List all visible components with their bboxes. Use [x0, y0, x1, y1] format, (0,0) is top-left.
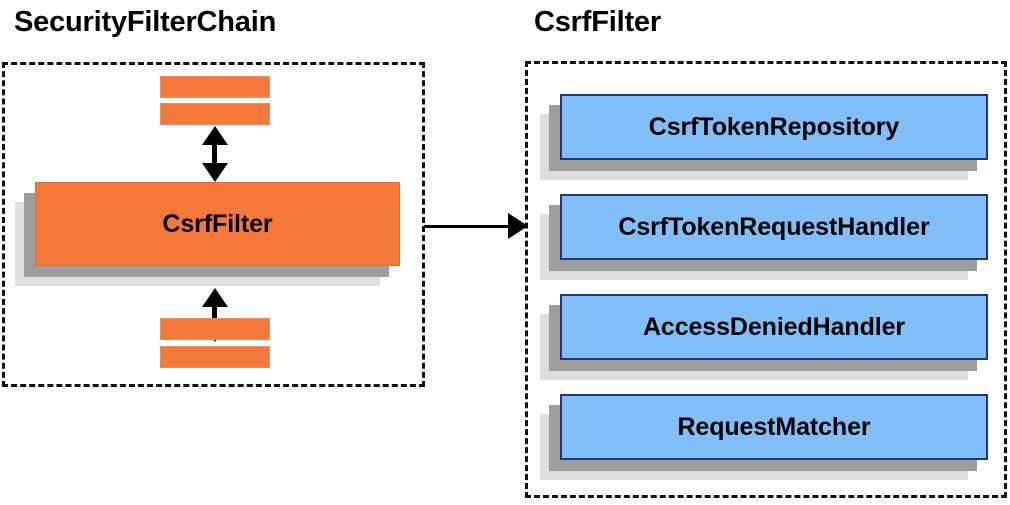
security-filter-chain-container	[2, 62, 425, 387]
node-request-matcher[interactable]: RequestMatcher	[540, 394, 1008, 480]
filter-bar-above-2	[160, 76, 270, 98]
node-access-denied-handler[interactable]: AccessDeniedHandler	[540, 294, 1008, 380]
node-label-access-denied-handler: AccessDeniedHandler	[642, 312, 906, 341]
arrow-head-down-top	[202, 163, 228, 182]
node-csrf-filter[interactable]: CsrfFilter	[15, 182, 420, 286]
node-face-access-denied-handler: AccessDeniedHandler	[560, 294, 988, 360]
csrf-filter-detail-container	[525, 61, 1007, 498]
node-face-csrf-filter: CsrfFilter	[35, 182, 400, 266]
node-face-request-matcher: RequestMatcher	[560, 394, 988, 460]
filter-bar-below-2	[160, 346, 270, 368]
arrow-shaft-top	[212, 132, 217, 178]
filter-bar-below-1	[160, 318, 270, 340]
node-label-csrf-filter: CsrfFilter	[162, 209, 273, 238]
node-face-csrf-token-repository: CsrfTokenRepository	[560, 94, 988, 160]
node-csrf-token-repository[interactable]: CsrfTokenRepository	[540, 94, 1008, 180]
filter-bar-above-1	[160, 103, 270, 125]
panel-title-security-filter-chain: SecurityFilterChain	[14, 6, 277, 38]
node-face-csrf-token-request-handler: CsrfTokenRequestHandler	[560, 194, 988, 260]
node-label-csrf-token-request-handler: CsrfTokenRequestHandler	[618, 212, 930, 241]
connector-head-expand	[508, 213, 528, 239]
node-csrf-token-request-handler[interactable]: CsrfTokenRequestHandler	[540, 194, 1008, 280]
node-label-request-matcher: RequestMatcher	[677, 412, 871, 441]
arrow-shaft-bottom	[212, 294, 217, 338]
panel-title-csrf-filter: CsrfFilter	[534, 6, 661, 38]
node-label-csrf-token-repository: CsrfTokenRepository	[648, 112, 900, 141]
connector-shaft-expand	[424, 225, 516, 228]
